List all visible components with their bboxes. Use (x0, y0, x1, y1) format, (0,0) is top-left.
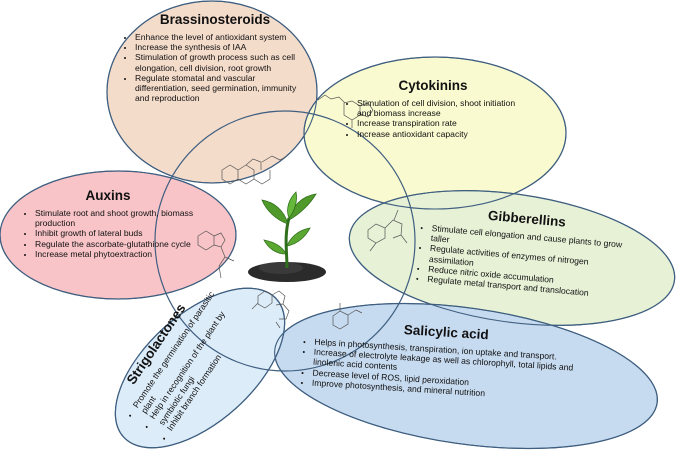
brassinosteroids-panel: Brassinosteroids Enhance the level of an… (122, 12, 300, 103)
list-item: Stimulate root and shoot growth, biomass… (35, 208, 194, 228)
list-item: Stimulation of cell division, shoot init… (357, 98, 522, 118)
list-item: Increase metal phytoextraction (35, 249, 194, 259)
list-item: Stimulation of growth process such as ce… (135, 52, 300, 72)
molecule-structure-icon (197, 94, 408, 330)
list-item: Regulate the ascorbate-glutathione cycle (35, 239, 194, 249)
auxins-title: Auxins (85, 188, 131, 203)
list-item: Regulate stomatal and vascular different… (135, 73, 300, 104)
cytokinins-panel: Cytokinins Stimulation of cell division,… (344, 78, 522, 139)
cytokinins-list: Stimulation of cell division, shoot init… (344, 98, 522, 139)
brassinosteroids-title: Brassinosteroids (159, 12, 271, 27)
central-circle (154, 110, 416, 372)
list-item: Increase antioxidant capacity (357, 129, 522, 139)
auxins-panel: Auxins Stimulate root and shoot growth, … (22, 188, 194, 259)
list-item: Increase transpiration rate (357, 118, 522, 128)
brassinosteroids-list: Enhance the level of antioxidant system … (122, 32, 300, 103)
list-item: Increase the synthesis of IAA (135, 42, 300, 52)
list-item: Inhibit growth of lateral buds (35, 228, 194, 238)
auxins-list: Stimulate root and shoot growth, biomass… (22, 208, 194, 259)
seedling-icon (248, 191, 326, 282)
cytokinins-title: Cytokinins (398, 78, 468, 93)
list-item: Enhance the level of antioxidant system (135, 32, 300, 42)
